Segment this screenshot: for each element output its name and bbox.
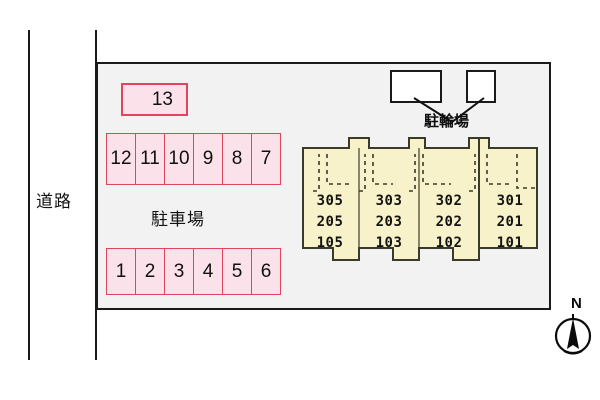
parking-row-bottom: 1 2 3 4 5 6 [106, 248, 281, 295]
parking-stall-4[interactable]: 4 [193, 248, 223, 295]
parking-stall-11[interactable]: 11 [135, 133, 165, 185]
unit-302: 302 [435, 193, 463, 209]
north-arrow-icon [554, 314, 592, 355]
unit-205: 205 [316, 214, 344, 230]
unit-column-303[interactable]: 303 203 103 [360, 191, 418, 254]
unit-305: 305 [316, 193, 344, 209]
parking-stall-7[interactable]: 7 [251, 133, 281, 185]
bike-box-right[interactable] [466, 70, 496, 103]
unit-column-302[interactable]: 302 202 102 [420, 191, 478, 254]
parking-stall-2[interactable]: 2 [135, 248, 165, 295]
unit-301: 301 [496, 193, 524, 209]
compass-rose: N [551, 295, 595, 358]
unit-303: 303 [375, 193, 403, 209]
parking-stall-8[interactable]: 8 [222, 133, 252, 185]
unit-column-305[interactable]: 305 205 105 [301, 191, 359, 254]
road-label: 道路 [36, 192, 72, 212]
parking-row-top: 12 11 10 9 8 7 [106, 133, 281, 185]
road-edge-left [28, 30, 30, 360]
parking-stall-1[interactable]: 1 [106, 248, 136, 295]
parking-lot-label: 駐車場 [151, 210, 205, 230]
bicycle-parking-label: 駐輪場 [424, 112, 470, 130]
unit-102: 102 [435, 235, 463, 251]
parking-stall-5[interactable]: 5 [222, 248, 252, 295]
unit-201: 201 [496, 214, 524, 230]
unit-101: 101 [496, 235, 524, 251]
compass-north-label: N [571, 295, 582, 312]
parking-stall-10[interactable]: 10 [164, 133, 194, 185]
building-outline [302, 137, 538, 261]
bike-leader-lines [413, 97, 485, 124]
parking-stall-12[interactable]: 12 [106, 133, 136, 185]
unit-203: 203 [375, 214, 403, 230]
parking-stall-3[interactable]: 3 [164, 248, 194, 295]
unit-202: 202 [435, 214, 463, 230]
unit-103: 103 [375, 235, 403, 251]
unit-column-301[interactable]: 301 201 101 [481, 191, 539, 254]
parking-stall-6[interactable]: 6 [251, 248, 281, 295]
apartment-building: 305 205 105 303 203 103 302 202 102 301 … [301, 136, 539, 262]
unit-105: 105 [316, 235, 344, 251]
parking-stall-13[interactable]: 13 [121, 83, 188, 116]
bike-box-left[interactable] [390, 70, 442, 103]
parking-stall-9[interactable]: 9 [193, 133, 223, 185]
